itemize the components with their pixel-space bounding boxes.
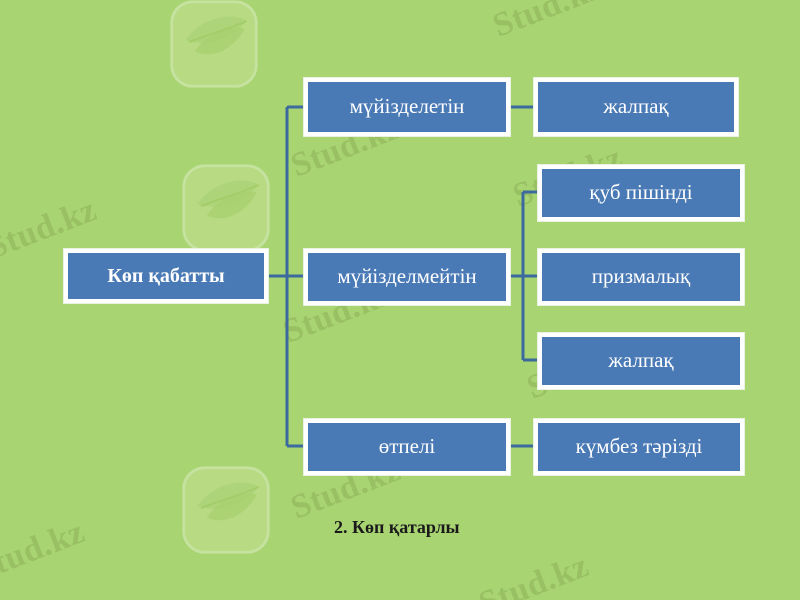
node-label: призмалық [591,264,691,289]
slide-caption: 2. Көп қатарлы [334,517,460,537]
node-label: жалпақ [608,348,674,373]
node-root-label: Көп қабатты [107,265,225,287]
watermark-text: Stud.kz [474,547,594,600]
node-label: күмбез тәрізді [575,434,703,459]
node-level2-prizmalyq[interactable]: призмалық [537,248,745,306]
stud-kz-leaf-logo-icon [616,0,621,1]
node-level2-zhalpaq-b[interactable]: жалпақ [537,332,745,390]
node-level1-muiizdeletin[interactable]: мүйізделетін [303,77,511,137]
node-label: жалпақ [603,94,669,119]
node-label: мүйізделетін [349,94,465,119]
node-label: өтпелі [378,434,436,459]
node-label: мүйізделмейтін [337,264,477,289]
node-level1-muiizdelmeitin[interactable]: мүйізделмейтін [303,248,511,306]
node-label: қуб пішінді [589,180,693,205]
stud-kz-leaf-logo-icon [182,164,270,252]
stud-kz-leaf-logo-icon [170,0,258,88]
watermark-text: Stud.kz [488,0,608,45]
node-level2-kumbez-tarizdi[interactable]: күмбез тәрізді [533,418,745,476]
stud-kz-leaf-logo-icon [182,466,270,554]
node-level2-zhalpaq-a[interactable]: жалпақ [533,77,739,137]
node-level1-otpeli[interactable]: өтпелі [303,418,511,476]
watermark-text: Stud.kz [0,513,90,589]
node-level2-qub-pishindi[interactable]: қуб пішінді [537,164,745,222]
node-root[interactable]: Көп қабатты [63,248,269,304]
